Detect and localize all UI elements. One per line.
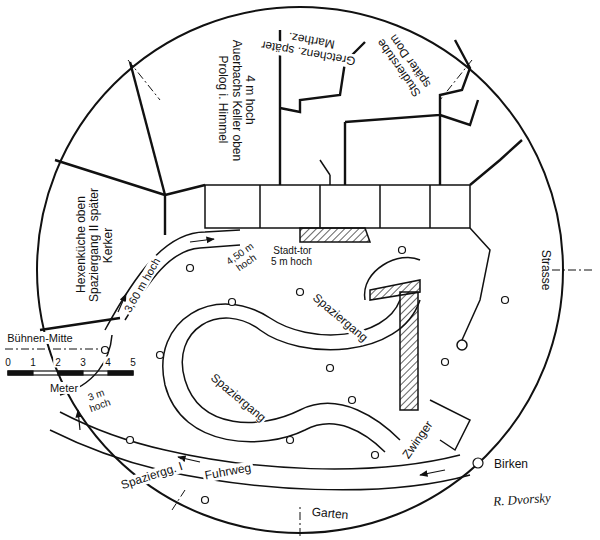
signature: R. Dvorsky: [491, 491, 554, 510]
scene-name: Auerbachs Keller oben Prolog i. Himmel: [216, 29, 243, 171]
scene-area: Stadt-tor 5 m hoch: [270, 245, 314, 267]
road-name: Fuhrweg: [202, 461, 254, 483]
scene-area: 4 m hochAuerbachs Keller oben Prolog i. …: [216, 29, 256, 171]
scene-name: 4 m hoch: [243, 29, 256, 171]
scene-name: Gretchenz. später Marthez.: [256, 24, 363, 69]
height-note: 3,60 m hoch: [121, 254, 164, 316]
path-name: Spaziergg. I: [118, 459, 187, 493]
scene-area: Hexenküche oben Spaziergang II später Ke…: [75, 183, 115, 307]
scale-number: 2: [53, 357, 63, 368]
scale-number: 4: [103, 357, 113, 368]
tree-symbols: [102, 247, 509, 504]
path-name: Spaziergang: [308, 290, 371, 346]
text-patch: Studierstube später Dom: [374, 31, 434, 101]
turntable-circle: [37, 7, 563, 533]
scale-number: 5: [128, 357, 138, 368]
scene-name: Studierstube später Dom: [368, 19, 443, 110]
scene-name: Stadt-tor 5 m hoch: [270, 245, 314, 267]
street-name: Strasse: [538, 248, 551, 293]
area-name: Zwinger: [399, 417, 437, 463]
height-note: 3 m hoch: [76, 383, 119, 417]
scene-name: Hexenküche oben Spaziergang II später Ke…: [75, 183, 115, 307]
scale-number: 3: [78, 357, 88, 368]
text-patch: Auerbachs Keller oben Prolog i. Himmel: [216, 39, 243, 161]
scene-area: Studierstube später Dom: [368, 19, 443, 110]
hatched-bridge: [300, 228, 420, 410]
text-patch: Gretchenz. später Marthez.: [260, 29, 357, 69]
direction-arrows: [78, 239, 445, 475]
scale-unit: Meter: [48, 382, 80, 394]
height-note: 4,50 m hoch: [218, 236, 268, 280]
scene-area: Gretchenz. später Marthez.: [256, 24, 363, 69]
path-name: Spaziergang: [206, 370, 269, 426]
axis-label: Bühnen-Mitte: [5, 332, 74, 344]
text-patch: Stadt-tor 5 m hoch: [271, 245, 313, 267]
walk-paths: [50, 230, 470, 490]
scale-number: 0: [3, 357, 13, 368]
scene-walls: [40, 30, 522, 330]
scale-bar: [8, 371, 133, 375]
legend-note: Birken: [492, 458, 530, 471]
text-patch: Hexenküche oben Spaziergang II später Ke…: [74, 188, 115, 302]
area-name: Garten: [309, 506, 351, 523]
scale-number: 1: [28, 357, 38, 368]
centre-lines: [5, 60, 592, 536]
text-patch: 4 m hoch: [243, 74, 257, 125]
